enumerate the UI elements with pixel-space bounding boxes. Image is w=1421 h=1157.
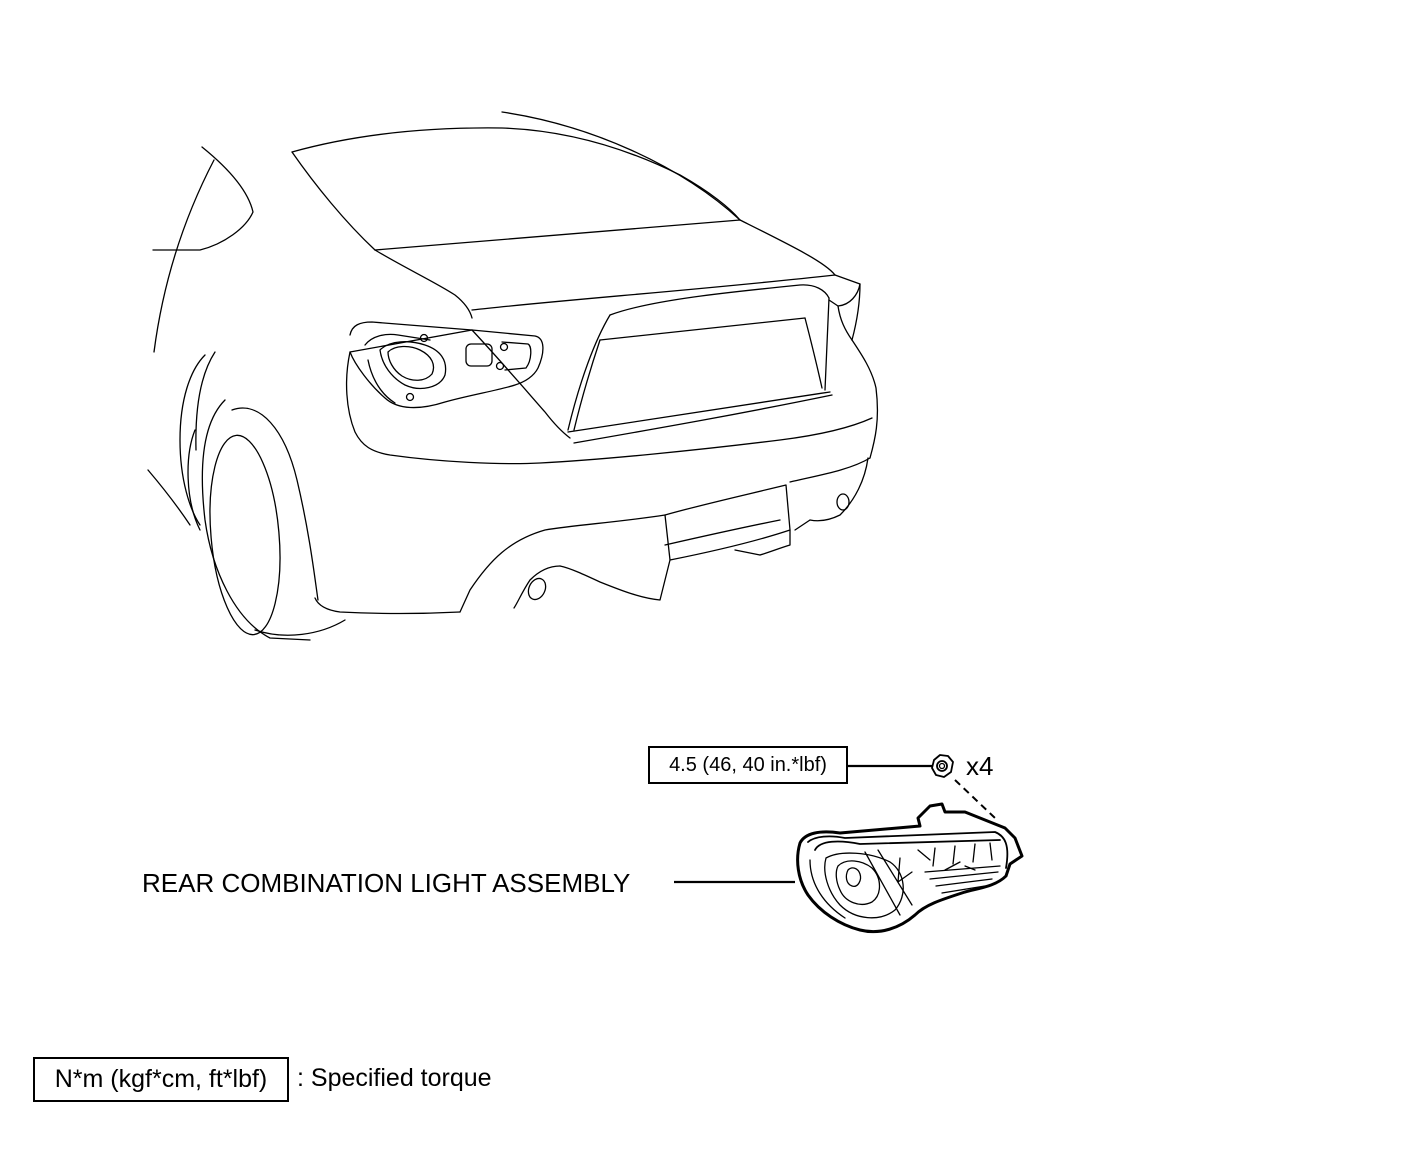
torque-value: 4.5 (46, 40 in.*lbf) (669, 753, 827, 776)
legend-symbol-text: N*m (kgf*cm, ft*lbf) (54, 1065, 268, 1093)
nut-quantity-label: x4 (966, 751, 994, 781)
part-name-label: REAR COMBINATION LIGHT ASSEMBLY (142, 868, 631, 898)
torque-specification-box: 4.5 (46, 40 in.*lbf) (648, 746, 848, 784)
flange-nut-icon (931, 754, 954, 778)
legend-description: : Specified torque (297, 1064, 492, 1092)
vehicle-rear-illustration (147, 111, 879, 641)
nut-install-path (954, 779, 996, 819)
legend-torque-symbol-box: N*m (kgf*cm, ft*lbf) (33, 1057, 289, 1102)
rear-combination-light-illustration (796, 802, 1024, 934)
